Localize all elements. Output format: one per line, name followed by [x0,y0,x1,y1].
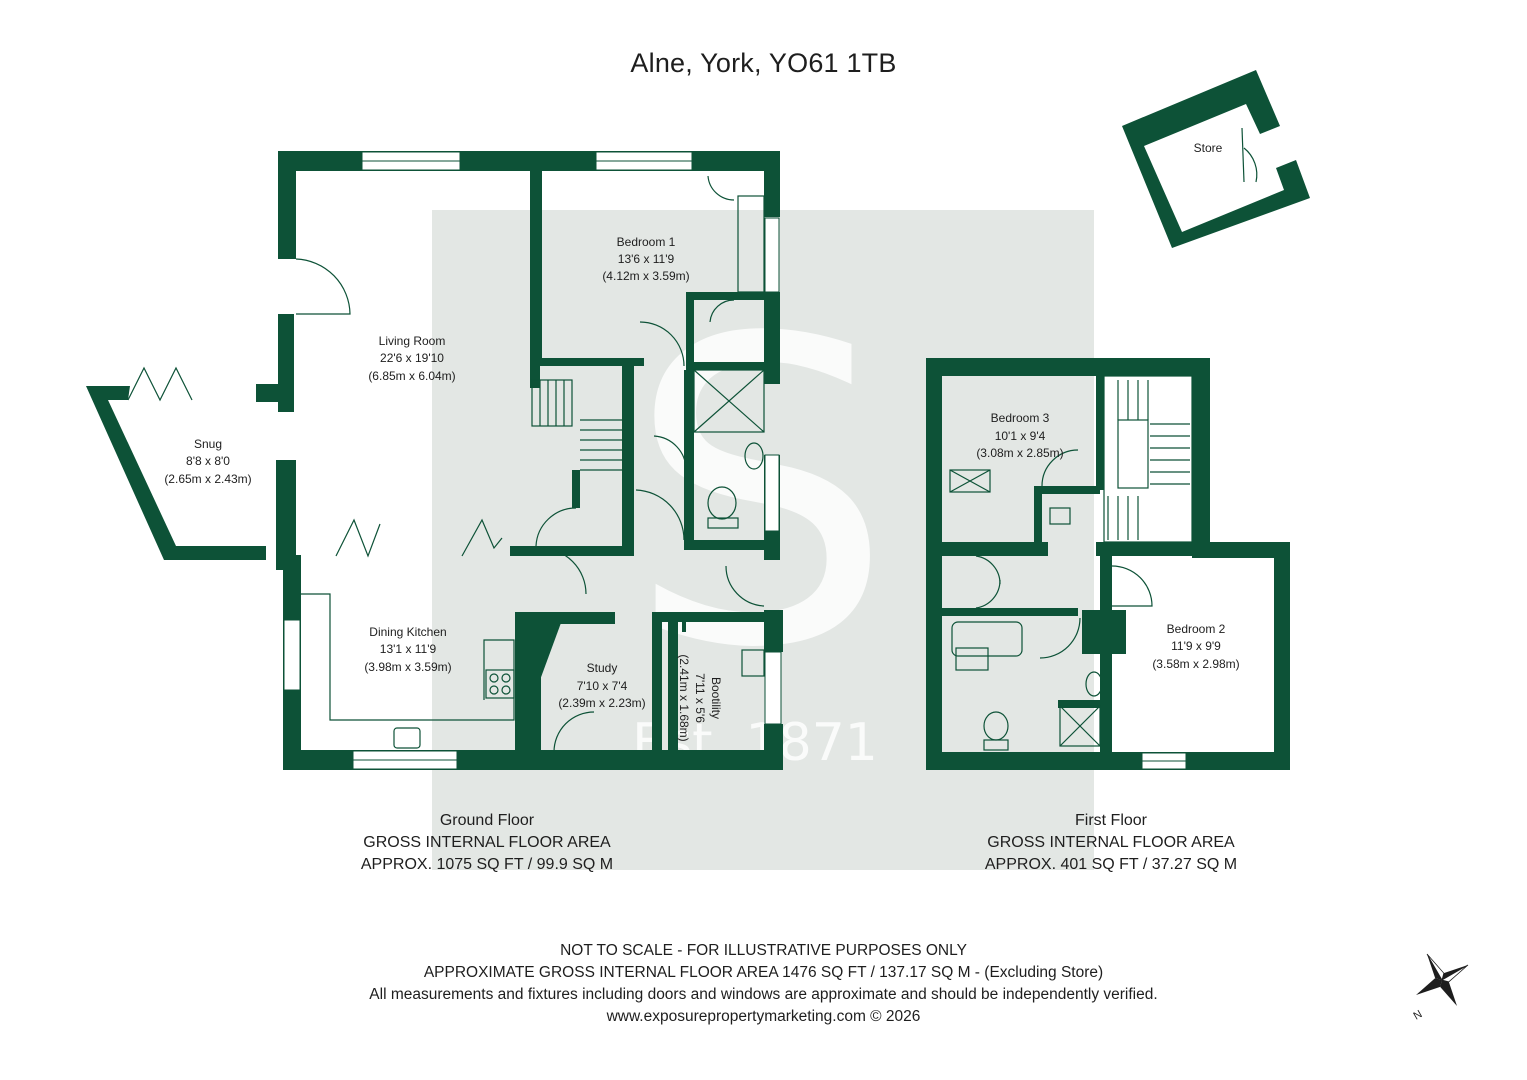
ground-floor-fixtures [127,175,765,753]
footer-not-to-scale: NOT TO SCALE - FOR ILLUSTRATIVE PURPOSES… [560,942,967,959]
first-floor-caption: First Floor GROSS INTERNAL FLOOR AREA AP… [960,810,1262,876]
ground-floor-area-label: GROSS INTERNAL FLOOR AREA [363,834,611,851]
first-floor-area: APPROX. 401 SQ FT / 37.27 SQ M [984,856,1238,873]
bedroom-1-imperial: 13'6 x 11'9 [618,252,675,266]
living-room-imperial: 22'6 x 19'10 [380,351,444,365]
footer-total-area: APPROXIMATE GROSS INTERNAL FLOOR AREA 14… [423,964,1104,981]
bedroom-3-name: Bedroom 3 [991,411,1050,425]
study-name: Study [587,661,618,675]
store [1122,70,1310,248]
watermark-letter: S [627,251,894,740]
study-metric: (2.39m x 2.23m) [558,696,645,710]
snug-walls [86,386,266,560]
plan-title: Alne, York, YO61 1TB [630,48,897,78]
bedroom-1-name: Bedroom 1 [617,235,676,249]
room-labels: Living Room 22'6 x 19'10 (6.85m x 6.04m)… [164,141,1239,742]
compass-icon [1416,953,1469,1006]
snug-name: Snug [194,437,222,451]
bedroom-2-metric: (3.58m x 2.98m) [1152,657,1239,671]
footer-notes: NOT TO SCALE - FOR ILLUSTRATIVE PURPOSES… [0,940,1527,1028]
store-name: Store [1194,141,1223,155]
bedroom-2-name: Bedroom 2 [1167,622,1226,636]
bedroom-3-imperial: 10'1 x 9'4 [995,429,1046,443]
first-floor-name: First Floor [1075,812,1147,829]
footer-disclaimer: All measurements and fixtures including … [369,986,1158,1003]
bootility-name: Bootility [709,677,723,719]
study-imperial: 7'10 x 7'4 [577,679,628,693]
bootility-imperial: 7'11 x 5'6 [693,673,707,723]
ground-floor-area: APPROX. 1075 SQ FT / 99.9 SQ M [360,856,614,873]
first-floor-area-label: GROSS INTERNAL FLOOR AREA [987,834,1235,851]
bootility-metric: (2.41m x 1.68m) [677,654,691,741]
living-room-name: Living Room [379,334,446,348]
dining-kitchen-name: Dining Kitchen [369,625,446,639]
snug-imperial: 8'8 x 8'0 [186,454,230,468]
bedroom-2-imperial: 11'9 x 9'9 [1171,639,1221,653]
ground-floor-caption: Ground Floor GROSS INTERNAL FLOOR AREA A… [336,810,638,876]
snug-metric: (2.65m x 2.43m) [164,472,251,486]
living-room-metric: (6.85m x 6.04m) [368,369,455,383]
bedroom-1-metric: (4.12m x 3.59m) [602,269,689,283]
dining-kitchen-metric: (3.98m x 3.59m) [364,660,451,674]
footer-website: www.exposurepropertymarketing.com © 2026 [606,1008,921,1025]
ground-floor-windows [283,151,782,770]
first-floor-fixtures [949,375,1193,751]
bedroom-3-metric: (3.08m x 2.85m) [976,446,1063,460]
first-floor-windows [1141,752,1187,770]
first-floor-walls [926,358,1290,770]
ground-floor-name: Ground Floor [439,812,535,829]
dining-kitchen-imperial: 13'1 x 11'9 [380,642,437,656]
